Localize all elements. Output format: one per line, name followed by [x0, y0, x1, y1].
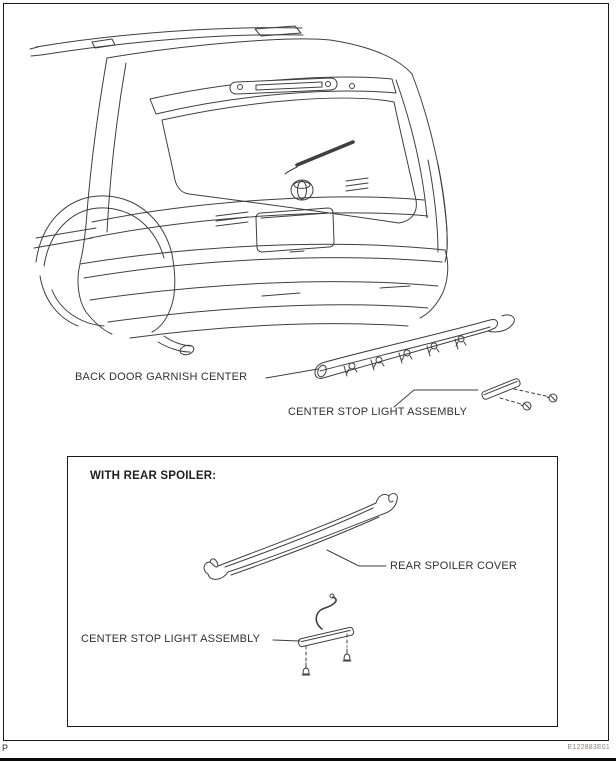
bumper-bottom [107, 304, 429, 323]
roof-rail [35, 27, 303, 48]
garnish-seams [343, 338, 459, 377]
label-back-door-garnish-center: BACK DOOR GARNISH CENTER [75, 371, 248, 383]
right-side-inner [395, 79, 428, 219]
wheel-arch-lip [43, 207, 165, 267]
roof-rail-end [29, 46, 42, 57]
exhaust-pipe [157, 335, 193, 353]
leader-line [272, 639, 301, 642]
tailgate-crease [89, 212, 429, 239]
screw-dash-line [513, 388, 547, 397]
left-pillar-inner [106, 62, 127, 233]
housing-screw [237, 84, 243, 90]
wiper-blade [295, 140, 355, 167]
bottom-page-rule [0, 758, 616, 761]
wire-connector [329, 593, 335, 599]
tire [51, 289, 105, 327]
valance-bottom [129, 323, 409, 339]
stop-light-spoiler-part-drawing [272, 593, 355, 676]
bumper-step [83, 257, 443, 279]
toyota-emblem [293, 181, 311, 189]
roof-rail-bracket [91, 38, 116, 49]
garnish-edge [319, 326, 491, 372]
spoiler-tip-notch [209, 495, 394, 568]
body-lower [151, 253, 176, 333]
screw-icon [301, 662, 311, 676]
latch-notch [289, 250, 305, 253]
screw-icon [546, 393, 558, 403]
spoiler-contour [224, 507, 374, 568]
wheel-arch [35, 195, 173, 263]
screw-icon [520, 401, 532, 411]
bumper-hatch [261, 285, 411, 297]
roof-rail [40, 34, 304, 56]
leader-line [265, 368, 319, 379]
stop-light-bar-face [483, 380, 518, 396]
figure-code: E122883E01 [567, 744, 610, 751]
exhaust-tip [179, 344, 195, 356]
tire [39, 275, 79, 327]
leader-line [326, 549, 387, 567]
license-plate-lip [260, 212, 330, 219]
bumper-corner-right [419, 249, 449, 319]
housing-screw [349, 83, 355, 89]
wiper-arm [284, 166, 298, 175]
taillight [427, 159, 439, 253]
wire-harness [315, 596, 337, 630]
spoiler-body [203, 492, 398, 580]
footer-page-marker: P [2, 743, 9, 753]
rear-window [161, 97, 417, 224]
stop-light-lens [255, 81, 323, 91]
roof-rail-bracket [254, 25, 302, 37]
leader-line [393, 389, 479, 408]
bumper-top [79, 243, 446, 265]
with-rear-spoiler-box [67, 456, 558, 727]
garnish-tip-right [487, 314, 515, 333]
tailgate-crease [91, 196, 425, 223]
screw-icon [342, 648, 352, 662]
figure-border [3, 3, 609, 741]
label-center-stop-light-assembly-spoiler: CENTER STOP LIGHT ASSEMBLY [81, 633, 261, 645]
bumper-corner-left [77, 263, 113, 335]
screw-dash-line [499, 397, 522, 405]
stop-light-bar-face [300, 629, 351, 643]
stop-light-part-drawing [393, 378, 558, 411]
left-pillar [79, 57, 108, 264]
garnish-end-cap [317, 364, 327, 378]
spoiler-part-drawing [203, 492, 398, 580]
toyota-emblem [297, 180, 307, 200]
housing-screw [325, 81, 331, 87]
bumper-line [89, 281, 439, 301]
license-plate-recess [255, 207, 335, 253]
stop-light-bar [297, 626, 355, 648]
vehicle-illustration [29, 25, 449, 356]
garnish-part-drawing [314, 314, 515, 379]
handle-groove [345, 177, 369, 192]
label-rear-spoiler-cover: REAR SPOILER COVER [390, 560, 518, 572]
spoiler-contour [230, 516, 380, 576]
toyota-emblem [290, 179, 314, 201]
taillight [437, 163, 448, 251]
with-rear-spoiler-heading: WITH REAR SPOILER: [90, 470, 217, 482]
side-crease [33, 227, 97, 249]
handle-groove [215, 211, 249, 227]
label-center-stop-light-assembly-main: CENTER STOP LIGHT ASSEMBLY [288, 406, 468, 418]
roof-edge [106, 38, 413, 75]
